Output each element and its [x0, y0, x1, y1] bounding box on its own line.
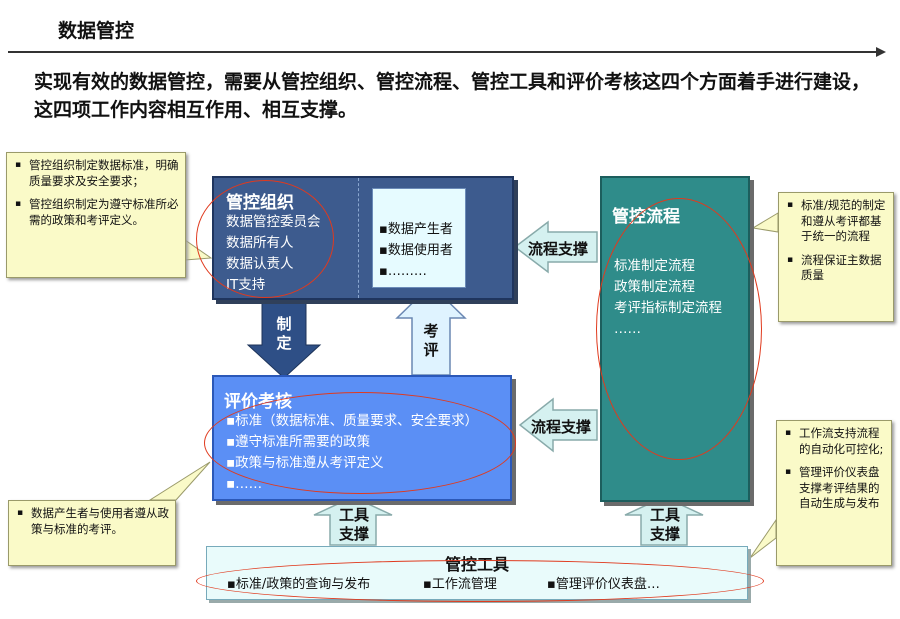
note-process-item: 标准/规范的制定和遵从考评都基于统一的流程 [785, 198, 887, 245]
roles-item: ▪数据产生者 [379, 222, 453, 237]
eval-highlight-ellipse [204, 392, 516, 494]
note-eval-item: 数据产生者与使用者遵从政策与标准的考评。 [15, 506, 169, 537]
zhiding-arrow [246, 297, 322, 379]
flow-support-bottom-arrow [518, 397, 598, 453]
intro-text: 实现有效的数据管控，需要从管控组织、管控流程、管控工具和评价考核这四个方面着手进… [34, 71, 871, 121]
flow-support-top-label: 流程支撑 [527, 240, 588, 258]
note-process-item: 流程保证主数据质量 [785, 253, 887, 284]
tools-highlight-ellipse [196, 560, 764, 602]
note-process: 标准/规范的制定和遵从考评都基于统一的流程 流程保证主数据质量 [778, 192, 894, 322]
org-highlight-ellipse [196, 180, 334, 298]
title-rule-arrowhead [876, 47, 886, 57]
flow-support-bottom-label: 流程支撑 [530, 418, 591, 436]
org-divider [358, 178, 359, 298]
tool-support-right-arrow [624, 496, 704, 546]
flow-support-top-arrow [513, 220, 598, 274]
roles-box: ▪数据产生者 ▪数据使用者 ▪……… [372, 188, 466, 288]
kaoping-label: 考评 [423, 322, 439, 359]
zhiding-label: 制定 [276, 315, 292, 352]
note-tools: 工作流支持流程的自动化可控化; 管理评价仪表盘支撑考评结果的自动生成与发布 [776, 420, 892, 566]
note-tools-pointer [749, 518, 777, 559]
note-org-item: 管控组织制定为遵守标准所必需的政策和考评定义。 [13, 197, 179, 228]
page-title: 数据管控 [58, 20, 135, 42]
tool-support-right-label: 工具支撑 [649, 506, 680, 543]
note-tools-item: 工作流支持流程的自动化可控化; [783, 426, 885, 457]
note-eval-pointer [148, 461, 211, 501]
note-tools-item: 管理评价仪表盘支撑考评结果的自动生成与发布 [783, 465, 885, 512]
kaoping-arrow [395, 283, 467, 376]
roles-item: ▪……… [379, 264, 427, 279]
title-rule [8, 51, 878, 53]
roles-list: ▪数据产生者 ▪数据使用者 ▪……… [379, 219, 453, 282]
tool-support-left-label: 工具支撑 [338, 506, 369, 543]
note-eval: 数据产生者与使用者遵从政策与标准的考评。 [8, 500, 176, 566]
note-process-pointer [751, 212, 779, 233]
note-org: 管控组织制定数据标准，明确质量要求及安全要求； 管控组织制定为遵守标准所必需的政… [6, 152, 186, 278]
note-org-item: 管控组织制定数据标准，明确质量要求及安全要求； [13, 158, 179, 189]
roles-item: ▪数据使用者 [379, 243, 453, 258]
process-highlight-ellipse [596, 198, 762, 460]
tool-support-left-arrow [313, 496, 393, 546]
